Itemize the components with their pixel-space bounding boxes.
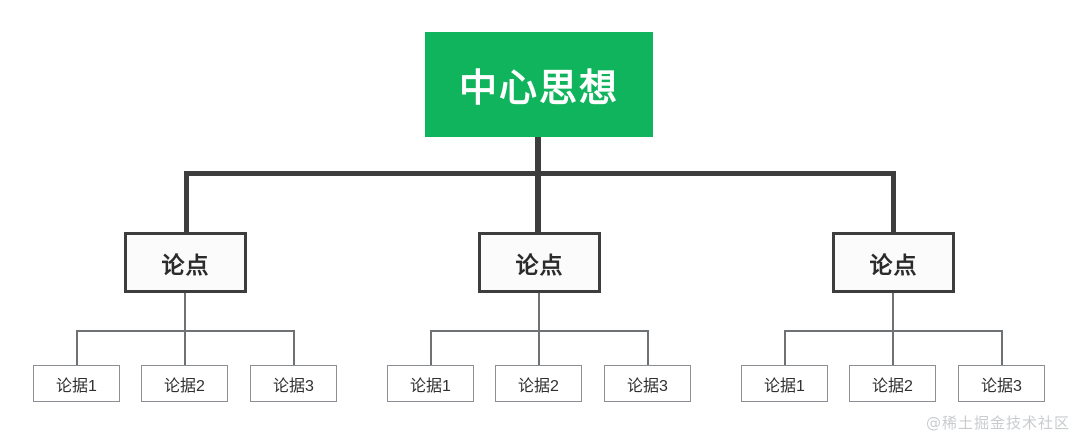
connector-bus-drop-2 [535,171,541,233]
connector-branch1-leaf-drop-2 [184,330,186,366]
connector-branch3-leaf-drop-1 [784,330,786,366]
branch-node-3[interactable]: 论点 [832,232,955,293]
branch-node-1[interactable]: 论点 [124,232,247,293]
leaf-node-1-2[interactable]: 论据2 [141,365,228,402]
connector-branch1-leaf-drop-1 [76,330,78,366]
watermark: @稀土掘金技术社区 [925,414,1070,432]
connector-branch3-leaf-drop-2 [892,330,894,366]
leaf-node-3-2[interactable]: 论据2 [849,365,936,402]
leaf-node-1-1[interactable]: 论据1 [33,365,120,402]
leaf-node-2-1[interactable]: 论据1 [387,365,474,402]
connector-bus-drop-1 [184,171,189,233]
root-node[interactable]: 中心思想 [425,32,653,137]
connector-branch2-stem [538,293,540,366]
connector-branch2-leaf-drop-2 [538,330,540,366]
leaf-node-2-3[interactable]: 论据3 [604,365,691,402]
connector-branch3-leaf-drop-3 [1001,330,1003,366]
connector-branch1-stem [184,293,186,366]
connector-branch3-stem [892,293,894,366]
connector-branch2-leaf-drop-1 [430,330,432,366]
connector-root-stem [535,137,541,175]
branch-node-2[interactable]: 论点 [478,232,601,293]
leaf-node-2-2[interactable]: 论据2 [495,365,582,402]
connector-branch1-leaf-drop-3 [293,330,295,366]
leaf-node-3-1[interactable]: 论据1 [741,365,828,402]
connector-bus-drop-3 [891,171,896,233]
leaf-node-3-3[interactable]: 论据3 [958,365,1045,402]
leaf-node-1-3[interactable]: 论据3 [250,365,337,402]
connector-branch2-leaf-drop-3 [647,330,649,366]
